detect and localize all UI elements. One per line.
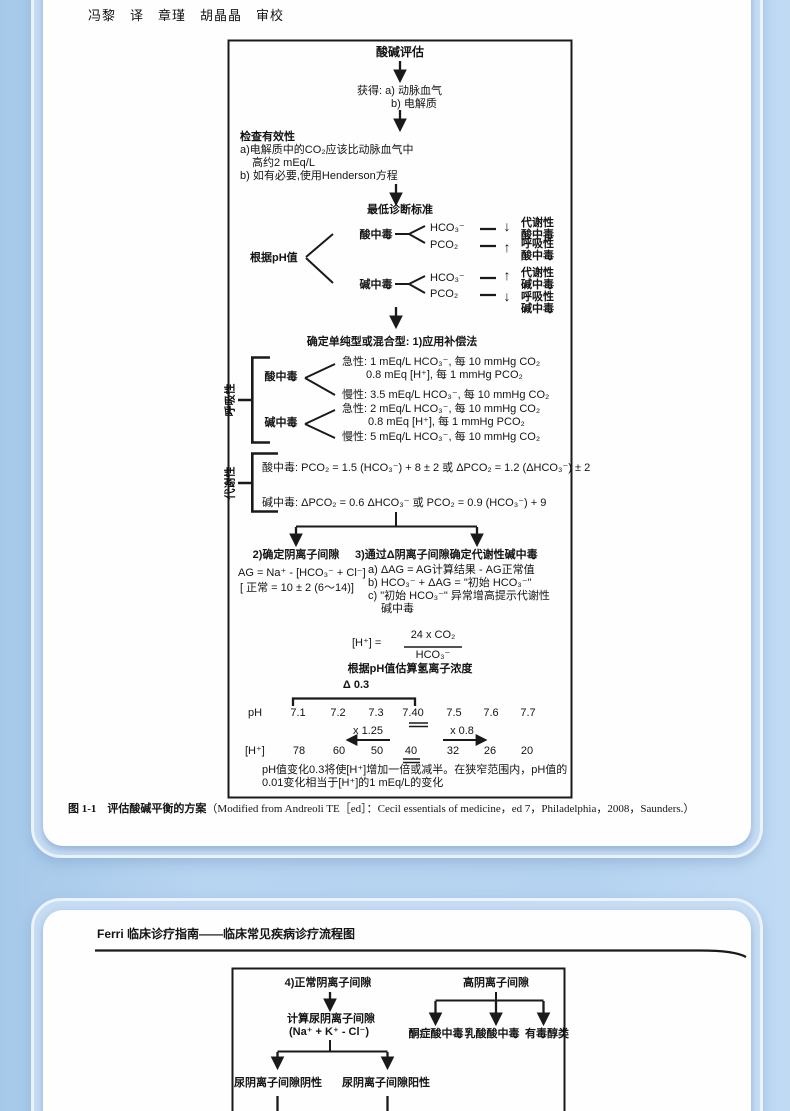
urine-gap-calc-line2: (Na⁺ + K⁺ - Cl⁻) [288, 1026, 370, 1038]
anion-gap-formula: AG = Na⁺ - [HCO₃⁻ + Cl⁻] [238, 567, 366, 579]
down-arrow-icon: ↓ [503, 218, 511, 234]
ph-value-normal: 7.40 [402, 707, 424, 719]
h-value: 78 [292, 745, 306, 757]
row-result: 碱中毒 [521, 279, 554, 291]
min-criteria-title: 最低诊断标准 [367, 204, 433, 216]
delta-03-label: Δ 0.3 [342, 679, 370, 691]
ph-note-line2: 0.01变化相当于[H⁺]的1 mEq/L的变化 [262, 777, 444, 789]
ph-value: 7.6 [483, 707, 499, 719]
row-analyte: PCO₂ [430, 288, 459, 300]
row-type: 呼吸性 [521, 238, 554, 250]
ph-note-line1: pH值变化0.3将使[H⁺]增加一倍或减半。在狭窄范围内，pH值的 [262, 764, 568, 776]
figure1-caption-number: 图 1-1 评估酸碱平衡的方案 [68, 803, 207, 815]
check-validity-b: b) 如有必要,使用Henderson方程 [240, 170, 398, 182]
row-type: 呼吸性 [521, 291, 554, 303]
urine-gap-positive-label: 尿阴离子间隙阳性 [342, 1077, 430, 1089]
resp-alk-acute1: 急性: 2 mEq/L HCO₃⁻, 每 10 mmHg CO₂ [342, 403, 541, 415]
down-arrow-icon: ↓ [503, 288, 511, 304]
row-result: 碱中毒 [521, 303, 554, 315]
delta-gap-title: 3)通过Δ阴离子间隙确定代谢性碱中毒 [355, 549, 538, 561]
compensation-title: 确定单纯型或混合型: 1)应用补偿法 [306, 336, 478, 348]
up-arrow-icon: ↑ [503, 239, 511, 255]
flow1-title: 酸碱评估 [375, 45, 425, 59]
toxic-alcohols-label: 有毒醇类 [525, 1028, 569, 1040]
delta-gap-c2: 碱中毒 [381, 603, 414, 615]
h-formula-denominator: HCO₃⁻ [415, 649, 451, 661]
ph-value: 7.5 [446, 707, 462, 719]
figure2-running-header: Ferri 临床诊疗指南——临床常见疾病诊疗流程图 [97, 927, 356, 941]
urine-gap-calc-line1: 计算尿阴离子间隙 [287, 1013, 375, 1025]
check-validity-a: a)电解质中的CO₂应该比动脉血气中 [240, 144, 414, 156]
resp-acid-acute1: 急性: 1 mEq/L HCO₃⁻, 每 10 mmHg CO₂ [342, 356, 541, 368]
h-value: 20 [520, 745, 534, 757]
check-validity-a2: 高约2 mEq/L [252, 157, 315, 169]
card-frame-top [31, 0, 763, 858]
row-result: 酸中毒 [521, 250, 554, 262]
metabolic-label: 代谢性 [224, 466, 237, 500]
multiplier-right: x 0.8 [450, 725, 474, 737]
h-formula-numerator: 24 x CO₂ [410, 629, 456, 641]
row-type: 代谢性 [521, 267, 554, 279]
figure1-caption-source: （Modified from Andreoli TE［ed］：Cecil ess… [206, 803, 695, 815]
row-analyte: HCO₃⁻ [430, 272, 465, 284]
up-arrow-icon: ↑ [503, 267, 511, 283]
h-value: 26 [483, 745, 497, 757]
delta-gap-c1: c) "初始 HCO₃⁻" 异常增高提示代谢性 [368, 590, 550, 602]
respiratory-label: 呼吸性 [224, 383, 237, 417]
anion-gap-normal: [ 正常 = 10 ± 2 (6～14)] [240, 582, 354, 594]
resp-alk-chronic: 慢性: 5 mEq/L HCO₃⁻, 每 10 mmHg CO₂ [342, 431, 541, 443]
ph-value: 7.3 [368, 707, 384, 719]
h-row-label: [H⁺] [245, 745, 265, 757]
h-formula-lhs: [H⁺] = [352, 637, 382, 649]
ph-row-label: pH [248, 707, 263, 719]
obtain-step-line2: b) 电解质 [391, 98, 437, 110]
resp-acid-chronic: 慢性: 3.5 mEq/L HCO₃⁻, 每 10 mmHg CO₂ [342, 389, 550, 401]
row-analyte: PCO₂ [430, 239, 459, 251]
anion-gap-title: 2)确定阴离子间隙 [252, 549, 340, 561]
ph-value: 7.2 [330, 707, 346, 719]
acidosis-label: 酸中毒 [359, 229, 393, 241]
urine-gap-negative-label: 尿阴离子间隙阴性 [234, 1077, 322, 1089]
ph-value: 7.7 [520, 707, 536, 719]
delta-gap-b: b) HCO₃⁻ + ΔAG = "初始 HCO₃⁻" [368, 577, 532, 589]
check-validity-title: 检查有效性 [240, 131, 295, 143]
lactic-acidosis-label: 乳酸酸中毒 [464, 1028, 520, 1040]
figure1-caption: 图 1-1 评估酸碱平衡的方案（Modified from Andreoli T… [68, 803, 694, 816]
alkalosis-label: 碱中毒 [359, 279, 393, 291]
translators-line: 冯黎 译 章瑾 胡晶晶 审校 [88, 8, 285, 23]
resp-acid-acute2: 0.8 mEq [H⁺], 每 1 mmHg PCO₂ [366, 369, 523, 381]
ph-value: 7.1 [290, 707, 306, 719]
row-type: 代谢性 [521, 217, 554, 229]
h-value-normal: 40 [404, 745, 418, 757]
normal-anion-gap-label: 4)正常阴离子间隙 [284, 977, 372, 989]
metabolic-acid-formula: 酸中毒: PCO₂ = 1.5 (HCO₃⁻) + 8 ± 2 或 ΔPCO₂ … [262, 462, 591, 474]
h-value: 32 [446, 745, 460, 757]
h-value: 60 [332, 745, 346, 757]
resp-alk-acute2: 0.8 mEq [H⁺], 每 1 mmHg PCO₂ [368, 416, 525, 428]
metabolic-alk-formula: 碱中毒: ΔPCO₂ = 0.6 ΔHCO₃⁻ 或 PCO₂ = 0.9 (HC… [262, 497, 547, 509]
delta-gap-a: a) ΔAG = AG计算结果 - AG正常值 [368, 564, 535, 576]
resp-acidosis-label: 酸中毒 [264, 371, 298, 383]
obtain-step-line1: 获得: a) 动脉血气 [357, 85, 442, 97]
row-result: 酸中毒 [521, 229, 554, 241]
row-analyte: HCO₃⁻ [430, 222, 465, 234]
h-estimate-note: 根据pH值估算氢离子浓度 [347, 663, 473, 675]
h-value: 50 [370, 745, 384, 757]
by-ph-label: 根据pH值 [250, 252, 298, 264]
multiplier-left: x 1.25 [353, 725, 383, 737]
ketoacidosis-label: 酮症酸中毒 [408, 1028, 464, 1040]
resp-alkalosis-label: 碱中毒 [264, 417, 298, 429]
high-anion-gap-label: 高阴离子间隙 [463, 977, 529, 989]
